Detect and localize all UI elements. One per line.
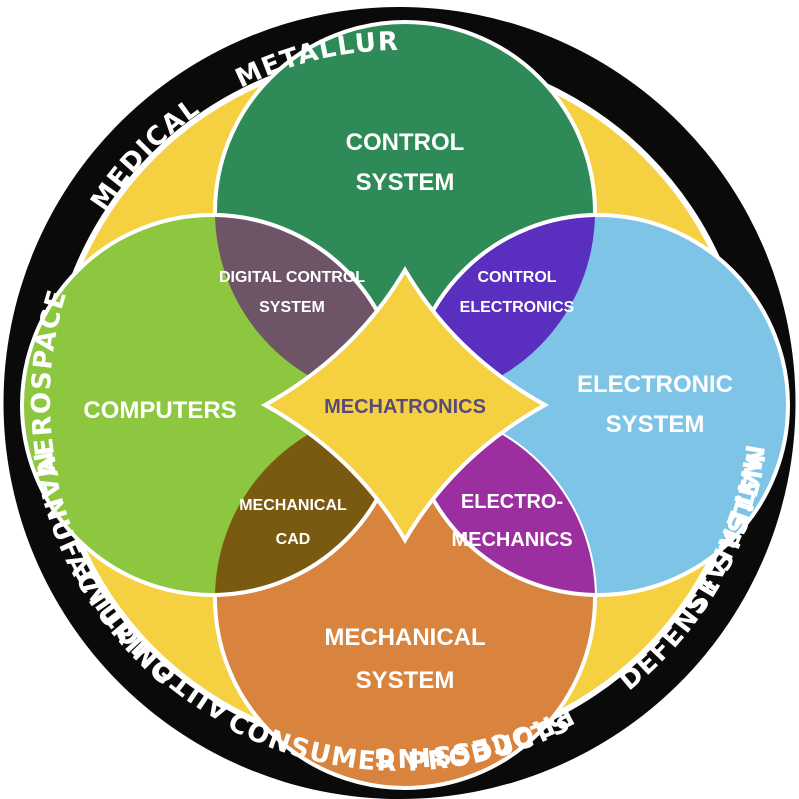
computers-label: COMPUTERS <box>83 397 236 424</box>
electronic-system-label-line1: ELECTRONIC <box>577 371 733 398</box>
electro-mechanics-label-line2: MECHANICS <box>451 529 572 551</box>
digital-control-system-label-line1: DIGITAL CONTROL <box>219 269 365 286</box>
mechatronics-center <box>260 266 550 544</box>
control-electronics-label-line1: CONTROL <box>477 269 556 286</box>
mechanical-cad-label-line2: CAD <box>276 531 311 548</box>
control-system-label-line1: CONTROL <box>346 129 465 156</box>
digital-control-system-label-line2: SYSTEM <box>259 299 325 316</box>
electro-mechanics-label-line1: ELECTRO- <box>461 491 563 513</box>
electro-mechanics-overlap <box>406 408 595 597</box>
control-electronics-label-line2: ELECTRONICS <box>460 299 575 316</box>
mechatronics-label: MECHATRONICS <box>324 396 486 418</box>
electronic-system-label-line2: SYSTEM <box>606 411 705 438</box>
mechanical-cad-overlap <box>215 408 404 597</box>
mechanical-system-label-line2: SYSTEM <box>356 667 455 694</box>
mechanical-cad-label-line1: MECHANICAL <box>239 497 347 514</box>
digital-control-system-overlap <box>215 213 404 402</box>
control-electronics-overlap <box>406 213 595 402</box>
control-system-label-line2: SYSTEM <box>356 169 455 196</box>
mechanical-system-label-line1: MECHANICAL <box>324 624 485 651</box>
